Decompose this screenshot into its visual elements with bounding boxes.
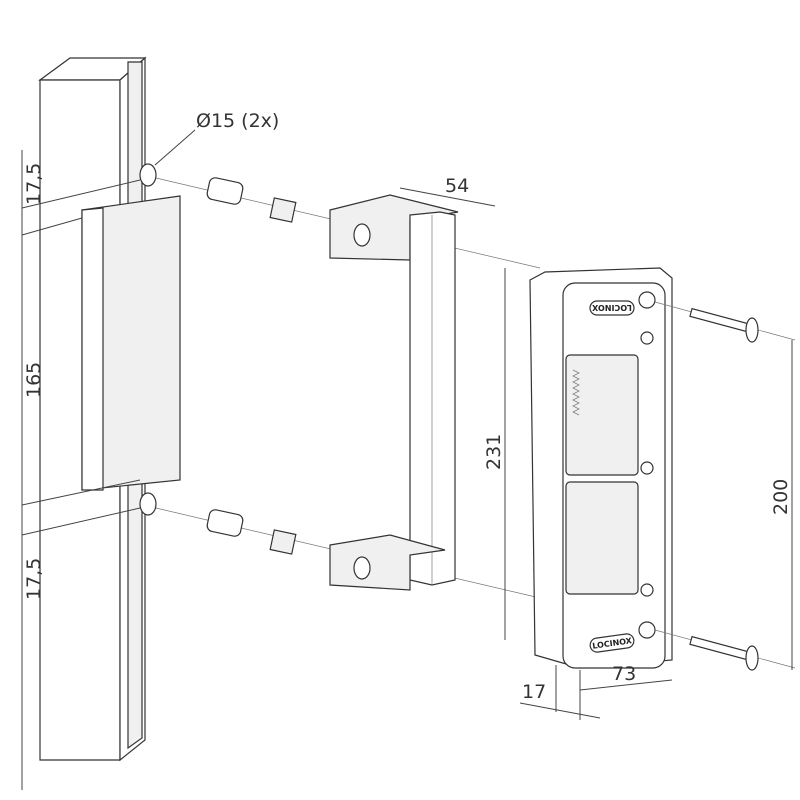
dim-bracket-depth: 54 — [445, 175, 469, 197]
screws — [654, 301, 796, 671]
logo-top: LOCINOX — [591, 303, 632, 312]
dim-top-offset: 17,5 — [23, 163, 45, 205]
dim-hole-diameter: Ø15 (2x) — [196, 110, 279, 132]
dim-keep-height: 231 — [483, 434, 505, 470]
dim-faceplate-thickness: 17 — [522, 681, 546, 703]
dim-faceplate-width: 73 — [612, 663, 636, 685]
mounting-bracket: 54 — [329, 175, 496, 591]
post-dimensions: 17,5 165 17,5 Ø15 (2x) — [21, 110, 279, 790]
dim-cutout-height: 165 — [23, 362, 45, 398]
strike-dimensions: 231 200 17 73 — [483, 268, 793, 720]
electric-strike: LOCINOX LOCINOX — [529, 267, 673, 669]
spring-icon — [572, 369, 580, 416]
square-post — [38, 56, 181, 762]
dim-bottom-offset: 17,5 — [23, 558, 45, 600]
dim-screw-spacing: 200 — [770, 479, 792, 515]
